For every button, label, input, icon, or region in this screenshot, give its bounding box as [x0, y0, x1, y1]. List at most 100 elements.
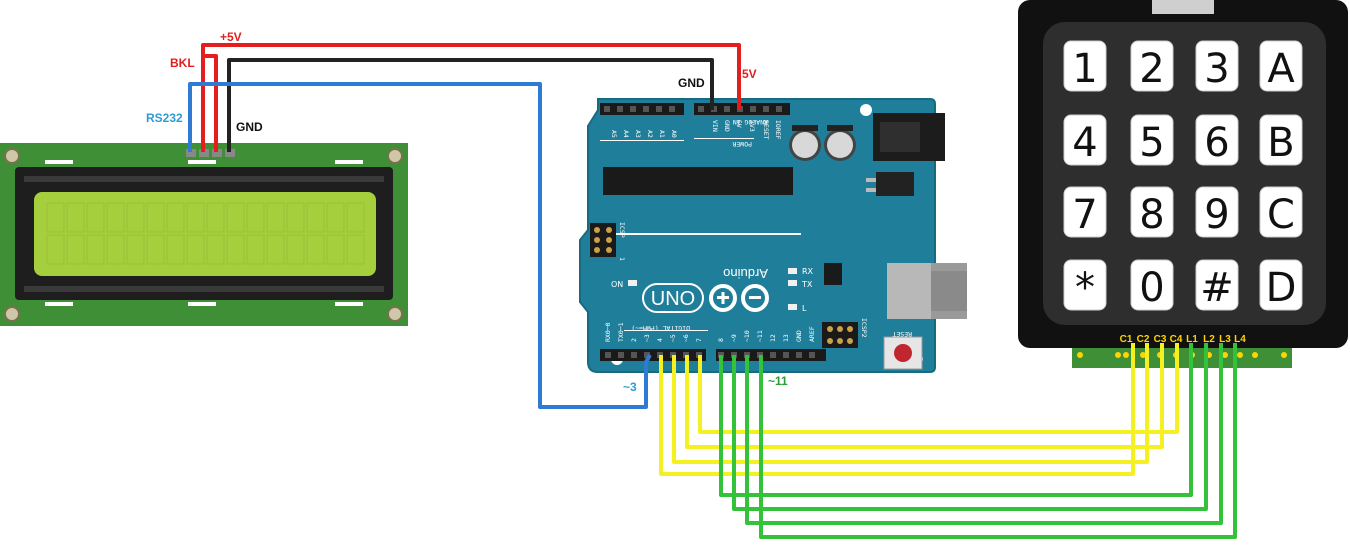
rx-led-label: RX: [802, 267, 814, 276]
keypad-pad: [1077, 352, 1083, 358]
tx-led: [788, 280, 797, 286]
keypad-key-7[interactable]: 7: [1063, 186, 1107, 238]
lcd-char-cell: [326, 202, 345, 233]
keypad-key-1[interactable]: 1: [1063, 40, 1107, 92]
uno-badge: [642, 283, 704, 313]
keypad-key-a[interactable]: A: [1259, 40, 1303, 92]
usb-connector: [887, 263, 967, 319]
lcd-char-cell: [206, 202, 225, 233]
keypad-pad: [1123, 352, 1129, 358]
keypad-key-3[interactable]: 3: [1195, 40, 1239, 92]
keypad-key-b[interactable]: B: [1259, 114, 1303, 166]
lcd-tab: [188, 160, 216, 164]
svg-text:2: 2: [1139, 46, 1164, 92]
power-silk-line: [694, 138, 754, 139]
keypad-key-0[interactable]: 0: [1130, 259, 1174, 311]
digital-pin-label: RX0─0: [604, 322, 612, 342]
keypad-pad: [1237, 352, 1243, 358]
lcd-char-cell: [126, 202, 145, 233]
digital-pin-label: ~3: [643, 334, 651, 342]
capacitor: [824, 125, 856, 161]
logo-minus: [749, 296, 761, 299]
l-led-label: L: [802, 304, 807, 313]
svg-text:5: 5: [1139, 120, 1164, 166]
svg-text:4: 4: [1072, 120, 1097, 166]
lcd-char-cell: [226, 234, 245, 265]
lcd-char-cell: [146, 234, 165, 265]
lcd-header-pins: [186, 149, 235, 157]
keypad-key-c[interactable]: C: [1259, 186, 1303, 238]
svg-text:0: 0: [1139, 265, 1164, 311]
wire-green-l2: [732, 343, 1208, 511]
keypad-key-star[interactable]: *: [1063, 259, 1107, 311]
reset-label: RESET: [892, 330, 912, 338]
lcd-char-cell: [346, 234, 365, 265]
pin-label-gnd1: GND: [723, 120, 731, 132]
digital-pin-label: ~11: [756, 330, 764, 342]
digital-header-low: [600, 349, 706, 361]
lcd-char-cell: [126, 234, 145, 265]
keypad-pad: [1140, 352, 1146, 358]
keypad-pin-label-c2: C2: [1137, 334, 1150, 345]
digital-pin-label: ~6: [682, 334, 690, 342]
keypad-key-6[interactable]: 6: [1195, 114, 1239, 166]
lcd-char-cell: [306, 202, 325, 233]
header-hole: [783, 352, 789, 358]
digital-silk-line: [624, 330, 708, 331]
pin-label-a2: A2: [646, 130, 654, 138]
svg-text:#: #: [1200, 265, 1234, 311]
wire-black-gnd: [227, 58, 714, 152]
arduino-mount-hole: [860, 104, 872, 116]
header-hole: [770, 352, 776, 358]
lcd-char-cell: [246, 234, 265, 265]
svg-text:C: C: [1267, 192, 1295, 238]
pin-label-a3: A3: [634, 130, 642, 138]
keypad-key-5[interactable]: 5: [1130, 114, 1174, 166]
keypad-pin-label-l1: L1: [1186, 334, 1198, 345]
svg-text:D: D: [1266, 265, 1297, 311]
keypad-key-4[interactable]: 4: [1063, 114, 1107, 166]
wire-red-bkl: [203, 54, 218, 152]
lcd-char-cell: [266, 202, 285, 233]
header-hole: [763, 106, 769, 112]
lcd-char-cell: [286, 202, 305, 233]
dc-jack: [873, 113, 945, 161]
uno-text: UNO: [651, 288, 695, 310]
svg-text:7: 7: [1072, 192, 1097, 238]
keypad-key-9[interactable]: 9: [1195, 186, 1239, 238]
header-hole: [698, 106, 704, 112]
keypad-key-d[interactable]: D: [1259, 259, 1303, 311]
header-hole: [724, 106, 730, 112]
digital-pin-label: 13: [782, 334, 790, 342]
wire-yellow-c1: [659, 343, 1135, 476]
digital-pin-label: ~5: [669, 334, 677, 342]
header-hole: [656, 106, 662, 112]
pin-label-5v: 5V: [735, 120, 743, 128]
header-hole: [796, 352, 802, 358]
digital-pin-label: 7: [695, 338, 703, 342]
label-pin3: ~3: [623, 380, 637, 394]
keypad-pin-label-l3: L3: [1219, 334, 1231, 345]
lcd-char-cell: [86, 202, 105, 233]
logo-plus-v: [721, 292, 725, 304]
lcd-char-cell: [66, 234, 85, 265]
wire-yellow-c3: [685, 343, 1164, 449]
label-rs232: RS232: [146, 111, 183, 125]
keypad-key-2[interactable]: 2: [1130, 40, 1174, 92]
wire-green-l4: [759, 343, 1237, 539]
digital-pin-label: ~9: [730, 334, 738, 342]
keypad-pin-label-c4: C4: [1170, 334, 1183, 345]
reset-button[interactable]: [883, 336, 923, 370]
label-pin11: ~11: [768, 374, 788, 388]
keypad-pin-label-l4: L4: [1234, 334, 1246, 345]
keypad-key-hash[interactable]: #: [1195, 259, 1239, 311]
lcd-char-cell: [106, 202, 125, 233]
lcd-bezel-line: [24, 176, 384, 182]
header-hole: [618, 352, 624, 358]
keypad-key-8[interactable]: 8: [1130, 186, 1174, 238]
pin-label-vin: VIN: [711, 120, 719, 132]
lcd-character-grid: [46, 202, 365, 265]
arduino-uno-board: A5 A4 A3 A2 A1 A0 ANALOG IN VIN GND 5V 3…: [579, 98, 967, 373]
lcd-mount-hole-bl: [4, 306, 20, 322]
